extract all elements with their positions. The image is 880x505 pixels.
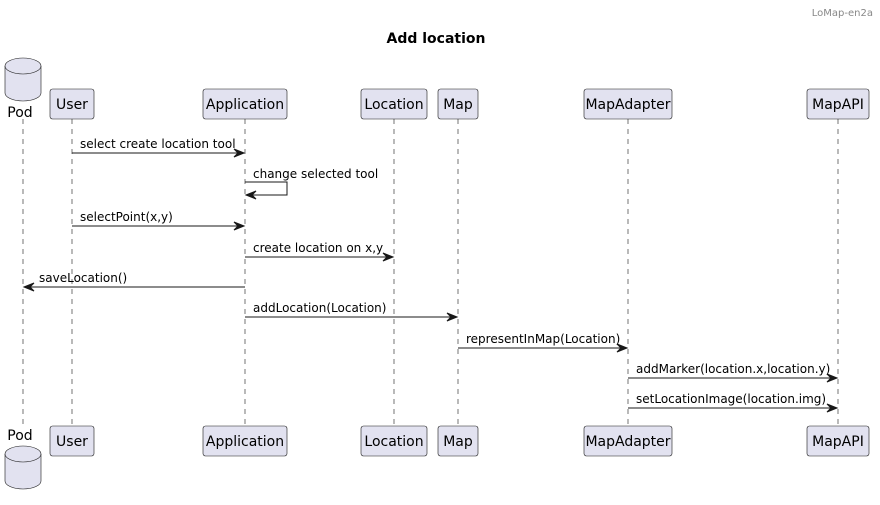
participant-label: MapAPI [812, 97, 864, 113]
participant-box [49, 425, 95, 457]
database-rim [4, 453, 42, 463]
participant-box [360, 88, 428, 120]
participant-box [437, 425, 479, 457]
messages: select create location tool change select… [22, 137, 839, 413]
arrowhead [244, 190, 257, 200]
message-label: selectPoint(x,y) [80, 210, 173, 224]
message-line [245, 181, 288, 196]
message: select create location tool [72, 137, 246, 158]
participant-mapadapter-top: MapAdapter [583, 88, 673, 120]
participant-mapapi-bottom: MapAPI [806, 425, 870, 457]
participant-box [202, 425, 288, 457]
participant-box [360, 425, 428, 457]
arrowhead [616, 343, 629, 353]
participant-location-bottom: Location [360, 425, 428, 457]
message: setLocationImage(location.img) [628, 392, 839, 413]
message: create location on x,y [245, 241, 395, 262]
arrowhead [22, 282, 35, 292]
message-label: select create location tool [80, 137, 236, 151]
participant-label: User [56, 97, 88, 113]
message: selectPoint(x,y) [72, 210, 246, 231]
message: representInMap(Location) [458, 332, 629, 353]
participant-label: MapAdapter [585, 97, 670, 113]
message: addLocation(Location) [245, 301, 459, 322]
message-label: representInMap(Location) [466, 332, 620, 346]
lifelines [22, 119, 839, 426]
arrowhead [446, 312, 459, 322]
participant-label: Application [206, 97, 284, 113]
participant-box [437, 88, 479, 120]
message-label: create location on x,y [253, 241, 383, 255]
participant-label: Location [364, 434, 423, 450]
message-label: addMarker(location.x,location.y) [636, 362, 830, 376]
participant-label: MapAdapter [585, 434, 670, 450]
database-icon [4, 445, 42, 490]
arrowhead [382, 252, 395, 262]
participant-box [49, 88, 95, 120]
participant-label: Location [364, 97, 423, 113]
arrowhead [233, 221, 246, 231]
participant-user-top: User [49, 88, 95, 120]
participant-pod-top [4, 57, 42, 102]
message: change selected tool [244, 167, 378, 200]
participant-label: Pod [7, 428, 32, 444]
participant-application-top: Application [202, 88, 288, 120]
participant-box [583, 88, 673, 120]
participant-box [202, 88, 288, 120]
diagram-title: Add location [387, 31, 486, 47]
message-label: setLocationImage(location.img) [636, 392, 826, 406]
participant-label: MapAPI [812, 434, 864, 450]
participant-box [806, 425, 870, 457]
participants-top: Pod User Application Location Map MapAdapter M… [4, 57, 870, 121]
message: saveLocation() [22, 271, 245, 292]
participant-box [806, 88, 870, 120]
participant-mapapi-top: MapAPI [806, 88, 870, 120]
message-label: change selected tool [253, 167, 378, 181]
participant-map-bottom: Map [437, 425, 479, 457]
participant-label: Pod [7, 105, 32, 121]
participant-map-top: Map [437, 88, 479, 120]
participant-mapadapter-bottom: MapAdapter [583, 425, 673, 457]
database-icon [4, 57, 42, 102]
participant-label: Map [443, 434, 473, 450]
message: addMarker(location.x,location.y) [628, 362, 839, 383]
message-label: saveLocation() [39, 271, 127, 285]
arrowhead [826, 373, 839, 383]
participant-label: Map [443, 97, 473, 113]
participant-label: User [56, 434, 88, 450]
participant-label: Application [206, 434, 284, 450]
database-rim [4, 65, 42, 75]
message-label: addLocation(Location) [253, 301, 386, 315]
participant-box [583, 425, 673, 457]
diagram-header: LoMap-en2a [812, 8, 873, 19]
participant-user-bottom: User [49, 425, 95, 457]
participants-bottom: Pod User Application Location Map MapAdapter M… [4, 425, 870, 490]
arrowhead [233, 148, 246, 158]
participant-pod-bottom [4, 445, 42, 490]
participant-application-bottom: Application [202, 425, 288, 457]
participant-location-top: Location [360, 88, 428, 120]
arrowhead [826, 403, 839, 413]
